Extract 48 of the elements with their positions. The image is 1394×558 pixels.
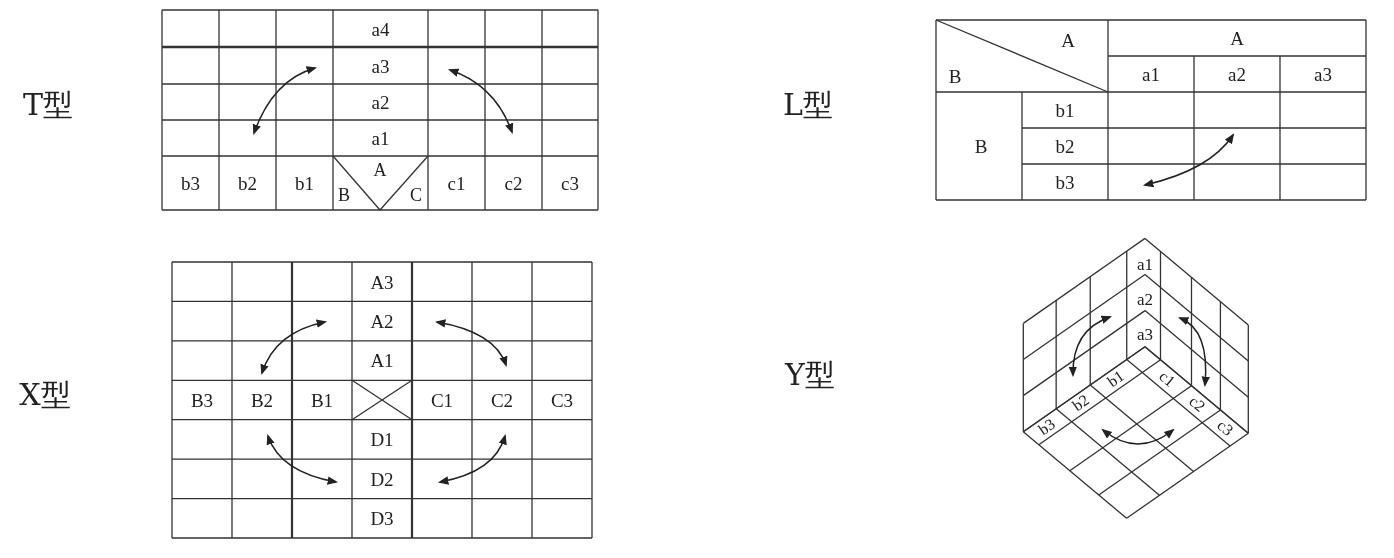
matrix-label: a3 (371, 56, 390, 75)
matrix-label: b2 (1055, 136, 1075, 156)
matrix-label: b3 (181, 173, 200, 193)
matrix-label: c3 (561, 173, 579, 193)
matrix-label: A (373, 161, 387, 179)
matrix-label: D2 (370, 469, 394, 489)
matrix-label: c1 (447, 173, 466, 193)
matrix-label: b2 (238, 173, 257, 193)
matrix-label: C (410, 186, 422, 204)
matrix-label: A2 (370, 311, 394, 331)
matrix-label: a1 (371, 128, 390, 148)
matrix-label: b1 (1055, 100, 1075, 120)
matrix-label: b3 (1036, 415, 1059, 438)
matrix-label: c1 (1155, 368, 1178, 391)
matrix-label: c2 (504, 173, 523, 193)
matrix-label: a1 (1137, 255, 1153, 273)
matrix-label: a4 (371, 19, 390, 38)
type-heading: Y型 (785, 360, 835, 390)
matrix-label: a1 (1142, 64, 1160, 84)
matrix-label: C2 (490, 390, 514, 410)
matrix-label: a3 (1137, 325, 1153, 343)
matrix-label: B2 (250, 390, 274, 410)
matrix-label: B (948, 66, 962, 86)
matrix-label: b1 (1105, 367, 1128, 390)
matrix-label: a2 (1137, 290, 1153, 308)
matrix-label: a2 (371, 92, 390, 112)
matrix-label: A1 (370, 350, 394, 370)
matrix-label: a2 (1228, 64, 1246, 84)
matrix-label: b2 (1069, 392, 1093, 415)
matrix-label: b3 (1055, 172, 1075, 192)
type-heading: X型 (19, 380, 71, 410)
matrix-label: D1 (370, 429, 394, 449)
matrix-label: B3 (190, 390, 214, 410)
matrix-label: A (1230, 28, 1244, 48)
matrix-label: B (974, 136, 988, 156)
matrix-label: B (338, 186, 350, 204)
type-heading: L型 (783, 90, 833, 120)
matrix-label: C3 (550, 390, 574, 410)
matrix-label: C1 (430, 390, 454, 410)
matrix-label: B1 (310, 390, 334, 410)
matrix-label: D3 (370, 508, 394, 528)
matrix-label: c2 (1185, 393, 1208, 416)
matrix-label: A3 (370, 272, 394, 292)
matrix-label: a3 (1314, 64, 1332, 84)
type-heading: T型 (23, 90, 73, 120)
matrix-label: c3 (1214, 417, 1237, 439)
matrix-label: A (1061, 30, 1075, 50)
matrix-label: b1 (295, 173, 314, 193)
